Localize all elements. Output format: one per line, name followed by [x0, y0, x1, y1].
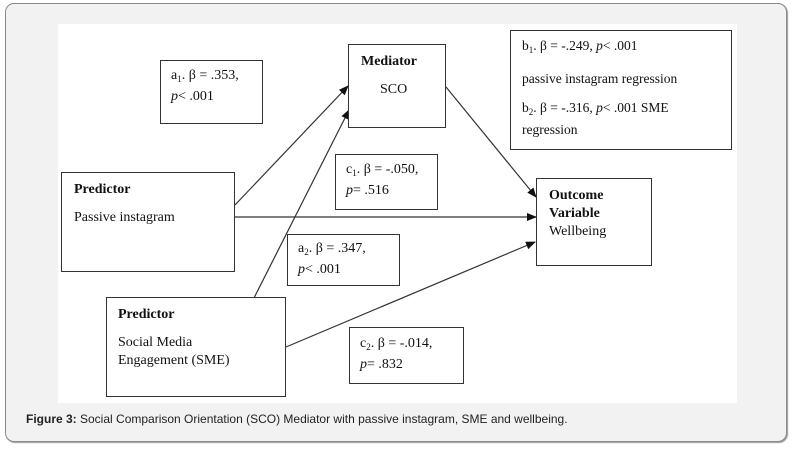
- path-c1-label: c1. β = -.050, p= .516: [335, 154, 438, 210]
- mediator-title: Mediator: [361, 54, 417, 69]
- path-a1-label: a1. β = .353, p< .001: [160, 60, 263, 124]
- outcome-wellbeing-node: Outcome Variable Wellbeing: [536, 178, 652, 266]
- predictor-sme-node: Predictor Social Media Engagement (SME): [106, 297, 286, 397]
- mediator-node: Mediator SCO: [348, 44, 446, 128]
- figure-caption: Figure 3: Social Comparison Orientation …: [26, 412, 568, 426]
- caption-text: Social Comparison Orientation (SCO) Medi…: [76, 412, 568, 426]
- predictor-passive-instagram-node: Predictor Passive instagram: [61, 172, 235, 272]
- path-b-label: b1. β = -.249, p< .001 passive instagram…: [510, 30, 732, 150]
- path-a2-label: a2. β = .347, p< .001: [287, 234, 400, 286]
- caption-label: Figure 3:: [26, 412, 77, 426]
- arrow-sme-to-outcome: [285, 241, 536, 348]
- predictor1-title: Predictor: [74, 182, 131, 197]
- predictor1-label: Passive instagram: [74, 210, 175, 225]
- path-c2-label: c2. β = -.014, p= .832: [349, 327, 464, 384]
- predictor2-title: Predictor: [118, 307, 175, 322]
- arrow-passive-to-mediator: [234, 85, 349, 206]
- mediator-label: SCO: [380, 82, 408, 97]
- arrow-sme-to-mediator: [253, 109, 350, 299]
- arrow-mediator-to-outcome: [445, 86, 537, 198]
